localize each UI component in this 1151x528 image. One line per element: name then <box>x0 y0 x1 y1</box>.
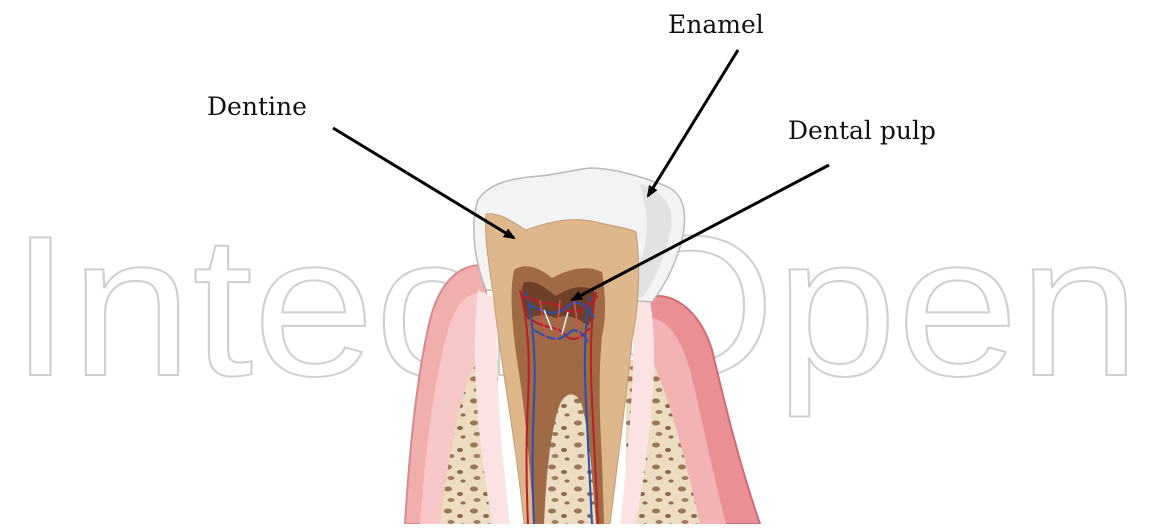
dental-pulp-label: Dental pulp <box>788 118 936 143</box>
enamel-arrow <box>648 50 738 196</box>
dentine-label: Dentine <box>207 94 307 119</box>
enamel-label: Enamel <box>668 12 764 37</box>
